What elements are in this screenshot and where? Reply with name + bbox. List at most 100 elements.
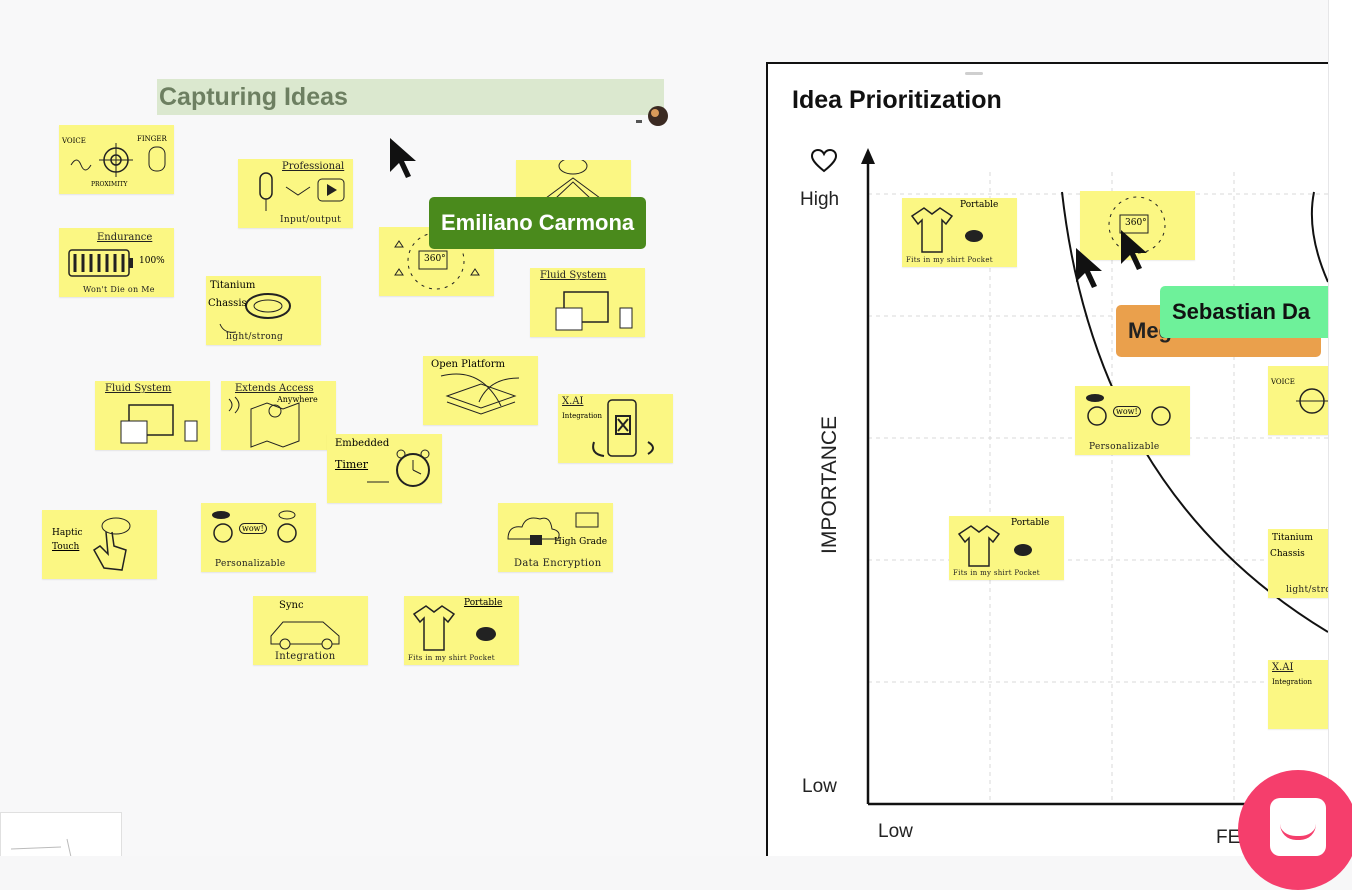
voice-label: VOICE [1271,378,1295,386]
microphone-play-icon [259,172,345,211]
frame-sticky-titanium[interactable]: Titanium Chassis light/strong [1268,529,1328,598]
portable-label: Portable [960,200,999,210]
x-axis-title: FE [1216,827,1241,848]
crosshair-icon [70,143,166,177]
battery-icon [68,249,133,277]
more-dots-icon[interactable] [636,120,642,123]
scribble-icon [10,838,72,856]
sticky-fluid-system-b[interactable]: Fluid System [95,381,210,450]
right-scroll-edge[interactable] [1328,0,1352,856]
shirt-pocket-label: Fits in my shirt Pocket [953,569,1040,577]
light-strong-label: light/strong [1286,585,1328,595]
data-encryption-label: Data Encryption [514,558,602,569]
heart-icon [810,148,838,173]
endurance-percent: 100% [139,256,165,266]
personalizable-label: Personalizable [1089,442,1160,452]
minimap-panel[interactable] [0,812,122,856]
fluid-system-label: Fluid System [105,383,172,394]
chassis-label: Chassis [1270,549,1305,559]
megan-cursor-icon [1076,248,1102,288]
haptic-label: Haptic [52,528,83,538]
360-camera-icon [1108,196,1166,254]
sticky-network[interactable] [516,160,631,202]
anywhere-label: Anywhere [277,395,318,404]
wont-die-label: Won't Die on Me [83,285,155,294]
sticky-xai[interactable]: X.AI Integration [558,394,673,463]
xai-integration-label: Integration [562,412,603,420]
sticky-extends-access[interactable]: Extends Access Anywhere [221,381,336,450]
sticky-personalizable[interactable]: wow! Personalizable [201,503,316,572]
y-axis-high: High [800,189,840,210]
prioritization-chart [861,148,1328,806]
user-avatar[interactable] [648,106,668,126]
crosshair-icon [1296,388,1328,414]
shirt-pocket-label: Fits in my shirt Pocket [408,654,495,662]
wow-bubble: wow! [1113,406,1141,417]
chassis-label: Chassis [208,298,247,309]
map-pin-icon [228,396,300,448]
finger-label: FINGER [137,135,167,143]
sticky-voice-finger[interactable]: VOICE FINGER PROXIMITY [59,125,174,194]
sticky-fluid-system-a[interactable]: Fluid System [530,268,645,337]
timer-label: Timer [335,458,369,471]
portable-label: Portable [464,598,503,608]
shirt-device-icon [957,525,1032,567]
touch-hand-icon [93,517,131,571]
sticky-portable[interactable]: Portable Fits in my shirt Pocket [404,596,519,665]
personalizable-label: Personalizable [215,559,286,569]
frame-sticky-portable-b[interactable]: Portable Fits in my shirt Pocket [949,516,1064,580]
open-platform-label: Open Platform [431,359,506,370]
shirt-device-icon [910,207,983,253]
xai-label: X.AI [562,396,584,407]
frame-sticky-xai[interactable]: X.AI Integration [1268,660,1328,729]
x-axis-low: Low [878,821,913,842]
frame-title: Idea Prioritization [792,86,1002,114]
chat-icon [1270,798,1326,856]
devices-icon [555,291,633,331]
embedded-label: Embedded [335,438,390,449]
sticky-data-encryption[interactable]: High Grade Data Encryption [498,503,613,572]
phone-rotate-icon [592,399,654,457]
whiteboard-canvas[interactable]: Capturing Ideas VOICE FINGER PROXIMITY P… [0,0,1328,856]
professional-label: Professional [282,161,345,172]
frame-drag-handle[interactable] [965,72,983,75]
sticky-professional[interactable]: Professional Input/output [238,159,353,228]
sticky-open-platform[interactable]: Open Platform [423,356,538,425]
titanium-label: Titanium [210,280,256,291]
xai-integration-label: Integration [1272,678,1313,686]
titanium-label: Titanium [1272,533,1313,543]
sticky-sync[interactable]: Sync Integration [253,596,368,665]
sticky-titanium[interactable]: Titanium Chassis light/strong [206,276,321,345]
sticky-haptic-touch[interactable]: Haptic Touch [42,510,157,579]
section-title-band[interactable]: Capturing Ideas [157,79,664,115]
ring-chassis-icon [219,293,291,333]
cloud-lock-icon [507,512,599,545]
car-sync-icon [270,621,340,650]
frame-sticky-personalizable[interactable]: wow! Personalizable [1075,386,1190,455]
endurance-label: Endurance [97,232,153,243]
360-label: 360° [1125,218,1147,228]
section-title: Capturing Ideas [159,83,348,111]
frame-sticky-voice-finger[interactable]: VOICE [1268,366,1328,435]
sebastian-name-tag: Sebastian Da [1160,286,1328,338]
network-icon [545,160,601,199]
shirt-pocket-label: Fits in my shirt Pocket [906,256,993,264]
shirt-device-icon [412,605,496,651]
frame-sticky-portable-a[interactable]: Portable Fits in my shirt Pocket [902,198,1017,267]
input-output-label: Input/output [280,215,342,225]
proximity-label: PROXIMITY [91,181,128,188]
emiliano-name-tag: Emiliano Carmona [429,197,647,249]
wow-bubble: wow! [239,523,267,534]
y-axis-title: IMPORTANCE [818,415,841,554]
chat-launcher-button[interactable] [1238,770,1352,890]
people-icon [212,510,297,543]
sticky-endurance[interactable]: Endurance 100% Won't Die on Me [59,228,174,297]
sticky-embedded-timer[interactable]: Embedded Timer [327,434,442,503]
360-label: 360° [424,254,446,264]
alarm-clock-icon [367,449,430,487]
devices-icon [120,404,198,444]
emiliano-cursor-icon [390,138,416,178]
high-grade-label: High Grade [554,537,608,547]
portable-label: Portable [1011,518,1050,528]
y-axis-low: Low [802,776,837,797]
